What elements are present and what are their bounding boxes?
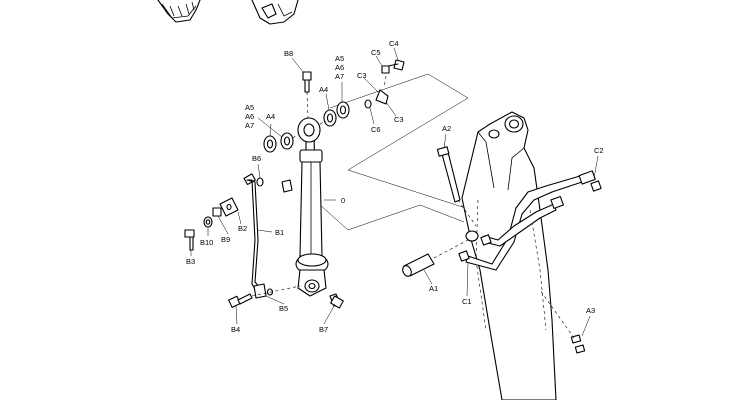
label-a6-left: A6: [245, 112, 254, 121]
label-c1: C1: [462, 297, 472, 306]
link-bracket-partial: [251, 0, 299, 25]
label-b5: B5: [279, 304, 288, 313]
label-a7-left: A7: [245, 121, 254, 130]
label-b9: B9: [221, 235, 230, 244]
hydraulic-cylinder: [295, 117, 336, 297]
label-b4: B4: [231, 325, 240, 334]
label-a3: A3: [586, 306, 595, 315]
leader-lines: [190, 47, 599, 337]
label-b6: B6: [252, 154, 261, 163]
retainer-parts-c: [364, 59, 405, 109]
label-a7-top: A7: [335, 72, 344, 81]
bolt-a2: [436, 146, 477, 227]
label-b7: B7: [319, 325, 328, 334]
label-b3: B3: [186, 257, 195, 266]
label-c5: C5: [371, 48, 381, 57]
label-c4: C4: [389, 39, 399, 48]
bucket-teeth-partial: [157, 0, 201, 23]
label-c3-right: C3: [394, 115, 404, 124]
hydraulic-pipe: [458, 170, 602, 271]
label-a5-left: A5: [245, 103, 254, 112]
bracket-b2: [219, 173, 264, 217]
label-b1: B1: [275, 228, 284, 237]
label-b8: B8: [284, 49, 293, 58]
pipe-fitting-c1: [458, 250, 470, 262]
label-a5-top: A5: [335, 54, 344, 63]
label-a2: A2: [442, 124, 451, 133]
grease-pipe-b1: [246, 179, 293, 295]
label-a4-top: A4: [319, 85, 328, 94]
label-c2: C2: [594, 146, 604, 155]
grease-nipple-b8: [302, 71, 312, 119]
label-a4-left: A4: [266, 112, 275, 121]
part-labels: B8 A5 A6 A7 C5 C4 C3 A4 C3 C6 A5 A6 A7 A…: [186, 39, 604, 334]
fasteners-b4-b5-b7: [228, 283, 344, 309]
label-b2: B2: [238, 224, 247, 233]
washers-left: [263, 132, 299, 153]
fasteners-b9-b10-b3: [184, 207, 222, 251]
label-c6: C6: [371, 125, 381, 134]
label-a6-top: A6: [335, 63, 344, 72]
label-c3-top: C3: [357, 71, 367, 80]
pin-a1: [402, 239, 469, 277]
nuts-a3: [539, 289, 586, 354]
label-a1: A1: [429, 284, 438, 293]
label-b10: B10: [200, 238, 213, 247]
label-zero: 0: [341, 196, 345, 205]
washers-right: [319, 101, 350, 127]
boom-arm: [461, 111, 557, 400]
cylinder-mount-bore: [465, 230, 479, 242]
